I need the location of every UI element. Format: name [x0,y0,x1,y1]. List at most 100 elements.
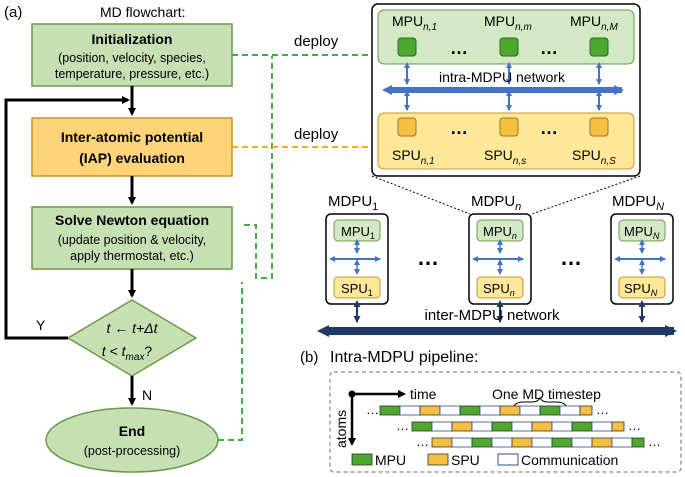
pipeline-row-2: … … [396,418,641,433]
zoom-spu-label-1: SPUn,1 [392,147,435,167]
mdpu-dots-2: … [560,245,582,270]
legend-spu-swatch [427,453,449,466]
loop-back-arrow [4,96,130,340]
timestep-label: One MD timestep [492,386,601,402]
row-2-cell [431,421,453,432]
row-2-cell [531,421,553,432]
newton-line1: (update position & velocity, [58,233,206,247]
row-3-cell [551,437,573,448]
zoom-spu-chip-S [589,117,609,137]
end-ellipse: End (post-processing) [45,407,219,473]
init-box: Initialization (position, velocity, spec… [31,23,233,87]
row-1-cell [539,405,561,416]
decision-diamond: t ← t+Δt t < tmax? [66,299,198,377]
init-title: Initialization [92,31,173,47]
decision-line1: t ← t+Δt [106,320,158,336]
row-3-cell [451,437,473,448]
row-2-ellipsis-right: … [628,418,641,433]
row-2-cell [451,421,473,432]
newton-title: Solve Newton equation [55,212,209,228]
mdpu-1-mpu-label: MPU1 [341,224,375,241]
zoom-spu-band [377,112,635,170]
panel-a-label: (a) [4,4,22,21]
pipeline-legend: MPU SPU Communication [351,452,618,468]
zoomed-mdpu: MPUn,1 MPUn,m MPUn,M … … intra-MDPU netw… [371,3,641,177]
zoom-mpu-chip-M [589,37,609,57]
row-3-cell [631,437,645,448]
decision-line2-sub: max [126,352,146,363]
yes-label: Y [36,317,46,333]
deploy-label-2: deploy [294,126,339,143]
legend-comm-label: Communication [521,452,618,468]
iap-line2: (IAP) evaluation [79,150,185,166]
zoom-mpu-label-m: MPUn,m [484,13,532,33]
mdpu-N-title: MDPUN [612,193,664,213]
mdpu-1-spu [333,276,381,299]
row-1-cell [479,405,501,416]
deploy-green-end [218,282,243,441]
row-2-cell [551,421,573,432]
row-1-cell [379,405,401,416]
timestep-brace [513,396,567,407]
newton-box: Solve Newton equation (update position &… [31,206,233,270]
iap-box: Inter-atomic potential (IAP) evaluation [31,117,233,177]
zoom-spu-ellipsis-1: … [450,118,468,138]
row-1-ellipsis-left: … [366,402,379,417]
row-3-cell [531,437,553,448]
row-2-cell [491,421,513,432]
row-1-cell [499,405,521,416]
iap-line1: Inter-atomic potential [61,129,203,145]
deploy-green-return [244,56,273,279]
row-2-cell [571,421,593,432]
row-2-cell [411,421,433,432]
row-1-cell [559,405,581,416]
zoom-mpu-chip-1 [397,37,417,57]
row-3-ellipsis-left: … [416,434,429,449]
row-1-cell [579,405,593,416]
zoom-mpu-ellipsis-1: … [450,38,468,58]
decision-line2-main: t < t [102,343,127,359]
flowchart-title: MD flowchart: [100,4,186,20]
zoom-mpu-ellipsis-2: … [540,38,558,58]
time-label: time [410,386,437,402]
row-3-cell [571,437,593,448]
zoom-spu-label-S: SPUn,S [572,147,616,167]
row-1-cell [399,405,421,416]
row-3-cell [611,437,633,448]
atoms-label: atoms [333,410,349,448]
row-3-cell [511,437,533,448]
mdpu-N-mpu-label: MPUN [624,224,660,241]
zoom-spu-label-s: SPUn,s [484,147,526,167]
row-3-cell [431,437,453,448]
legend-spu-label: SPU [451,452,480,468]
decision-line2: t < tmax? [102,343,153,363]
row-1-cell [459,405,481,416]
mdpu-n-spu-label: SPUn [483,281,515,298]
mdpu-N: MDPUN MPUN SPUN [610,193,674,305]
zoom-mpu-label-1: MPUn,1 [392,13,437,33]
row-2-cell [611,421,625,432]
pipeline-title: Intra-MDPU pipeline: [330,349,479,366]
flow-arrows [4,86,136,406]
row-3-cell [471,437,493,448]
mdpu-n-spu [476,276,524,299]
panel-b-label: (b) [300,349,318,366]
row-1-cell [419,405,441,416]
intra-network-label: intra-MDPU network [439,69,566,85]
mdpu-n: MDPUn MPUn SPUn [468,193,532,305]
row-3-ellipsis-right: … [648,434,661,449]
deploy-label-1: deploy [294,33,339,50]
row-2-cell [471,421,493,432]
end-sub: (post-processing) [84,444,181,458]
init-line2: temperature, pressure, etc.) [55,67,209,81]
row-1-cell [439,405,461,416]
zoom-mpu-label-M: MPUn,M [570,13,618,33]
init-line1: (position, velocity, species, [58,51,206,65]
zoom-spu-chip-s [499,117,519,137]
legend-comm-swatch [497,453,519,466]
mdpu-n-title: MDPUn [471,193,521,213]
row-2-cell [591,421,613,432]
mdpu-N-spu [618,276,666,299]
mdpu-1: MDPU1 MPU1 SPU1 [325,193,389,305]
